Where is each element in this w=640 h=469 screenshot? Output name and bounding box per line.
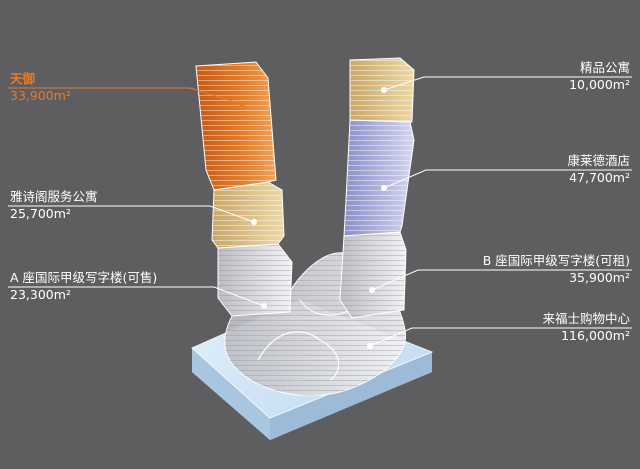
label-tianyu-name: 天御 — [10, 71, 36, 86]
label-yashige-area: 25,700m² — [10, 206, 71, 221]
leader-line-yashige — [8, 205, 255, 223]
leader-dot-tianyu — [239, 101, 245, 107]
label-tower-b-name: B 座国际甲级写字楼(可租) — [482, 253, 630, 268]
label-jingpin-name: 精品公寓 — [579, 60, 630, 75]
right-tower-office-b — [339, 231, 407, 319]
label-raffles-name: 来福士购物中心 — [542, 311, 630, 326]
leader-dot-jingpin — [381, 87, 387, 93]
left-tower-ascott — [211, 181, 285, 249]
leader-dot-tower-a — [261, 303, 267, 309]
label-tower-a: A 座国际甲级写字楼(可售) 23,300m² — [10, 269, 157, 303]
label-yashige-name: 雅诗阁服务公寓 — [10, 189, 98, 204]
leader-line-tianyu — [8, 87, 243, 105]
label-raffles-area: 116,000m² — [561, 328, 630, 343]
label-kanglaide-area: 47,700m² — [569, 170, 630, 185]
label-raffles: 来福士购物中心 116,000m² — [542, 310, 630, 344]
leader-dot-yashige — [251, 219, 257, 225]
label-tianyu: 天御 33,900m² — [10, 70, 71, 104]
leader-dot-tower-b — [369, 287, 375, 293]
left-tower-office-a — [217, 243, 293, 317]
label-tower-b: B 座国际甲级写字楼(可租) 35,900m² — [483, 252, 630, 286]
label-yashige: 雅诗阁服务公寓 25,700m² — [10, 188, 98, 222]
leader-dot-kanglaide — [381, 185, 387, 191]
leader-line-tower-b — [371, 269, 632, 291]
right-tower-conrad — [343, 119, 415, 237]
label-tower-b-area: 35,900m² — [569, 270, 630, 285]
leader-lines — [8, 76, 632, 349]
label-tower-a-area: 23,300m² — [10, 287, 71, 302]
label-tianyu-area: 33,900m² — [10, 88, 71, 103]
leader-line-raffles — [369, 327, 632, 347]
label-jingpin: 精品公寓 10,000m² — [569, 59, 630, 93]
left-tower-tianyu — [195, 61, 277, 191]
leader-dot-raffles — [367, 343, 373, 349]
label-kanglaide-name: 康莱德酒店 — [567, 153, 630, 168]
label-tower-a-name: A 座国际甲级写字楼(可售) — [10, 270, 158, 285]
label-jingpin-area: 10,000m² — [569, 77, 630, 92]
leader-line-tower-a — [8, 286, 265, 307]
leader-line-jingpin — [383, 76, 632, 91]
label-kanglaide: 康莱德酒店 47,700m² — [567, 152, 630, 186]
leader-line-kanglaide — [383, 169, 632, 189]
